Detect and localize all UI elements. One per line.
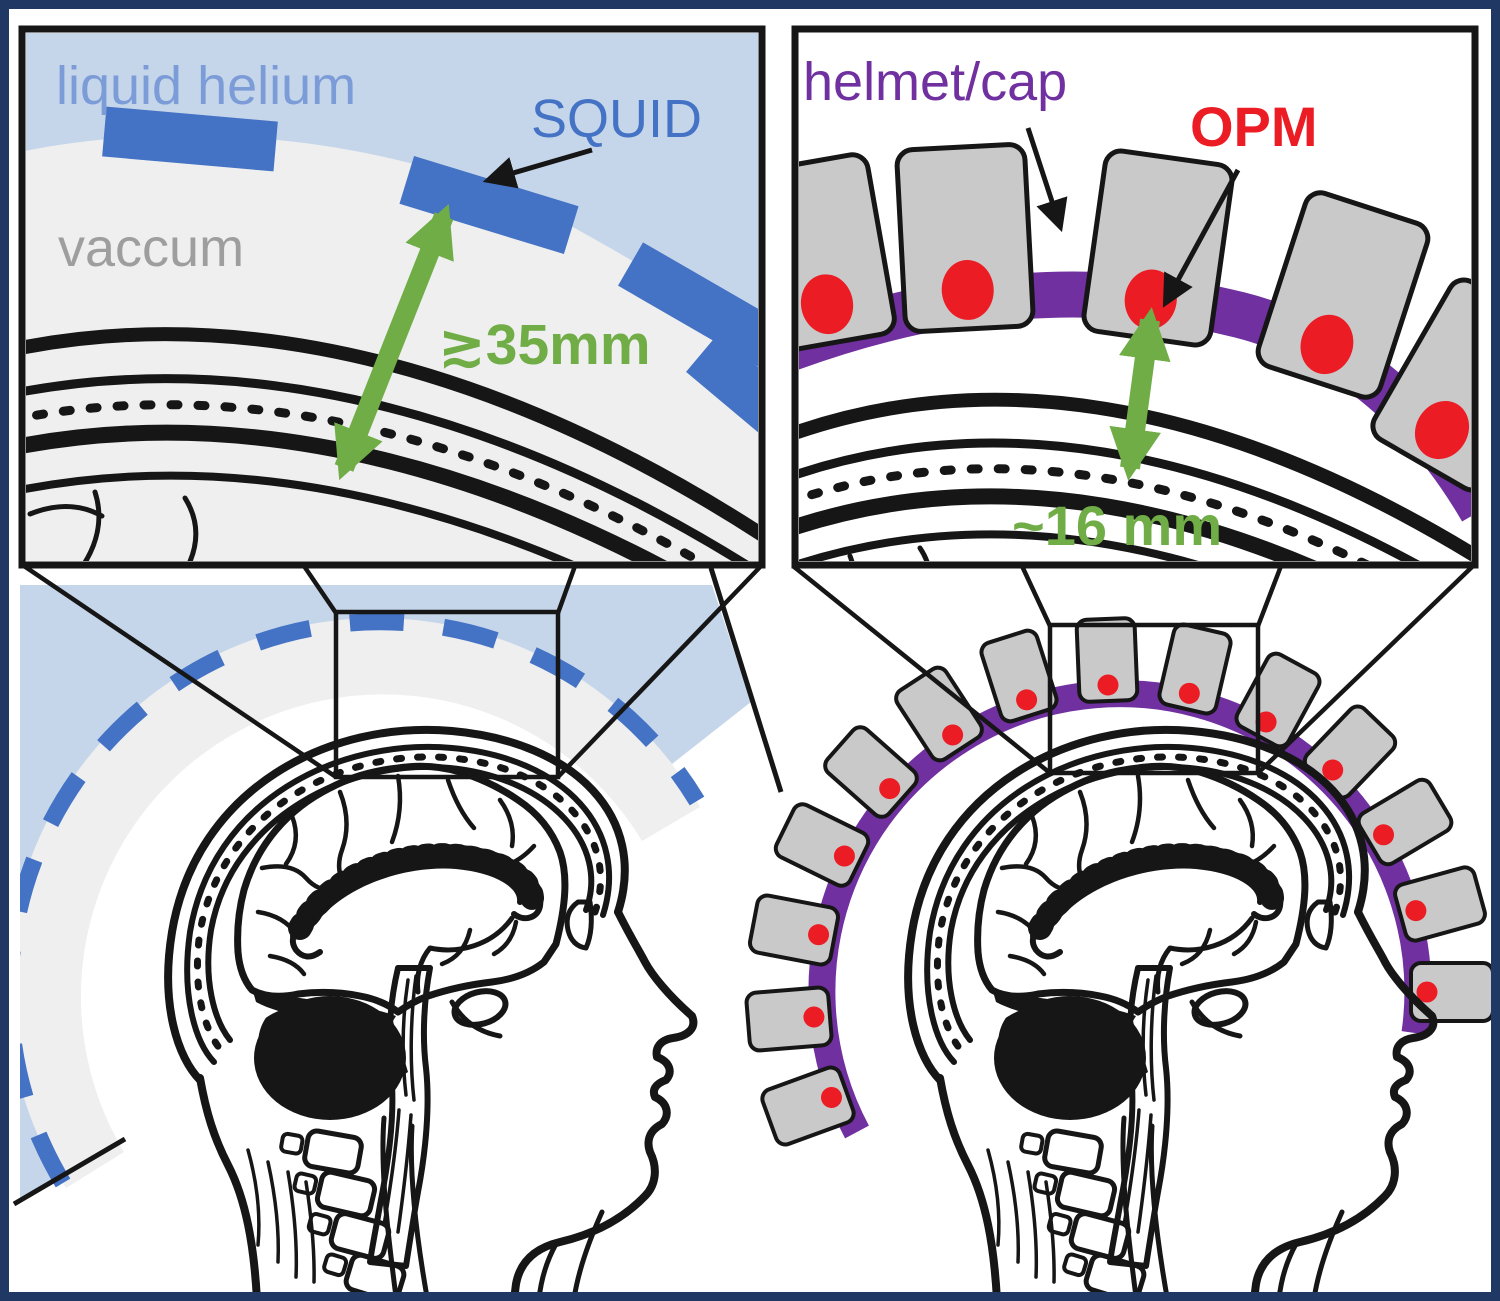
opm-cell-dot	[879, 778, 901, 800]
opm-sensor	[1393, 865, 1487, 943]
opm-cell-dot	[833, 845, 855, 867]
opm-sensor	[894, 142, 1036, 334]
opm-sensor	[979, 628, 1059, 724]
opm-cell-dot	[1414, 400, 1470, 460]
squid-sensor	[618, 242, 758, 372]
opm-sensor	[744, 985, 834, 1053]
opm-sensor-array-inset	[799, 142, 1471, 493]
opm-cell-dot	[1097, 674, 1119, 696]
opm-cell-dot	[1373, 824, 1395, 846]
scene-opm-head	[744, 564, 1495, 1301]
zoom-callout-left	[22, 564, 763, 780]
opm-cell-dot	[1255, 711, 1277, 733]
opm-cell-dot	[803, 1006, 825, 1028]
opm-cell-dot	[820, 1086, 842, 1108]
opm-cell-dot	[1405, 900, 1427, 922]
label-standoff-squid: ≳35mm	[438, 313, 651, 377]
opm-cell-dot	[941, 259, 994, 320]
pointer-arrow-opm	[1162, 168, 1241, 308]
label-squid: SQUID	[531, 89, 702, 149]
opm-sensor	[1157, 622, 1233, 716]
panel-opm-inset: helmet/cap OPM ~16 mm	[791, 25, 1479, 569]
opm-cell-dot	[1178, 682, 1200, 704]
squid-sensor	[102, 106, 278, 172]
zoom-region-rect-right	[1047, 622, 1261, 776]
measure-arrow-opm	[1109, 307, 1171, 481]
panel-squid-inset: liquid helium vaccum SQUID ≳35mm	[18, 25, 766, 569]
opm-sensor	[1074, 616, 1140, 704]
vacuum-region	[20, 618, 700, 1188]
measure-arrow-squid	[334, 203, 454, 481]
label-opm: OPM	[1190, 95, 1318, 158]
label-helmet-cap: helmet/cap	[803, 52, 1067, 112]
dewar-edge-line	[12, 1136, 127, 1207]
opm-cell-dot	[800, 274, 854, 335]
squid-sensor	[399, 155, 579, 255]
opm-cell-dot	[942, 724, 964, 746]
opm-cell-dot	[1016, 689, 1038, 711]
squid-sensor	[686, 333, 758, 483]
zoom-callout-right	[791, 564, 1475, 776]
liquid-helium-region	[20, 585, 800, 1270]
opm-sensor	[760, 1065, 856, 1147]
squid-sensor-array	[102, 106, 758, 483]
zoom-region-rect-left	[333, 609, 561, 780]
opm-cell-dot	[1322, 759, 1344, 781]
opm-cell-dot	[1300, 314, 1354, 375]
opm-sensor	[799, 152, 897, 354]
label-liquid-helium: liquid helium	[56, 56, 356, 116]
skull-strip	[799, 392, 1471, 561]
panel-border-left	[18, 25, 766, 569]
opm-sensor-array	[744, 616, 1495, 1147]
scene-squid-head	[12, 564, 800, 1301]
pointer-arrow-squid	[482, 147, 593, 189]
opm-cell-dot	[808, 924, 830, 946]
pointer-arrow-helmet	[1025, 127, 1068, 233]
opm-cell-dot	[1416, 981, 1438, 1003]
label-vacuum: vaccum	[58, 218, 244, 278]
panel-border-right	[791, 25, 1479, 569]
label-standoff-opm: ~16 mm	[1012, 494, 1222, 557]
opm-sensor	[747, 893, 841, 967]
